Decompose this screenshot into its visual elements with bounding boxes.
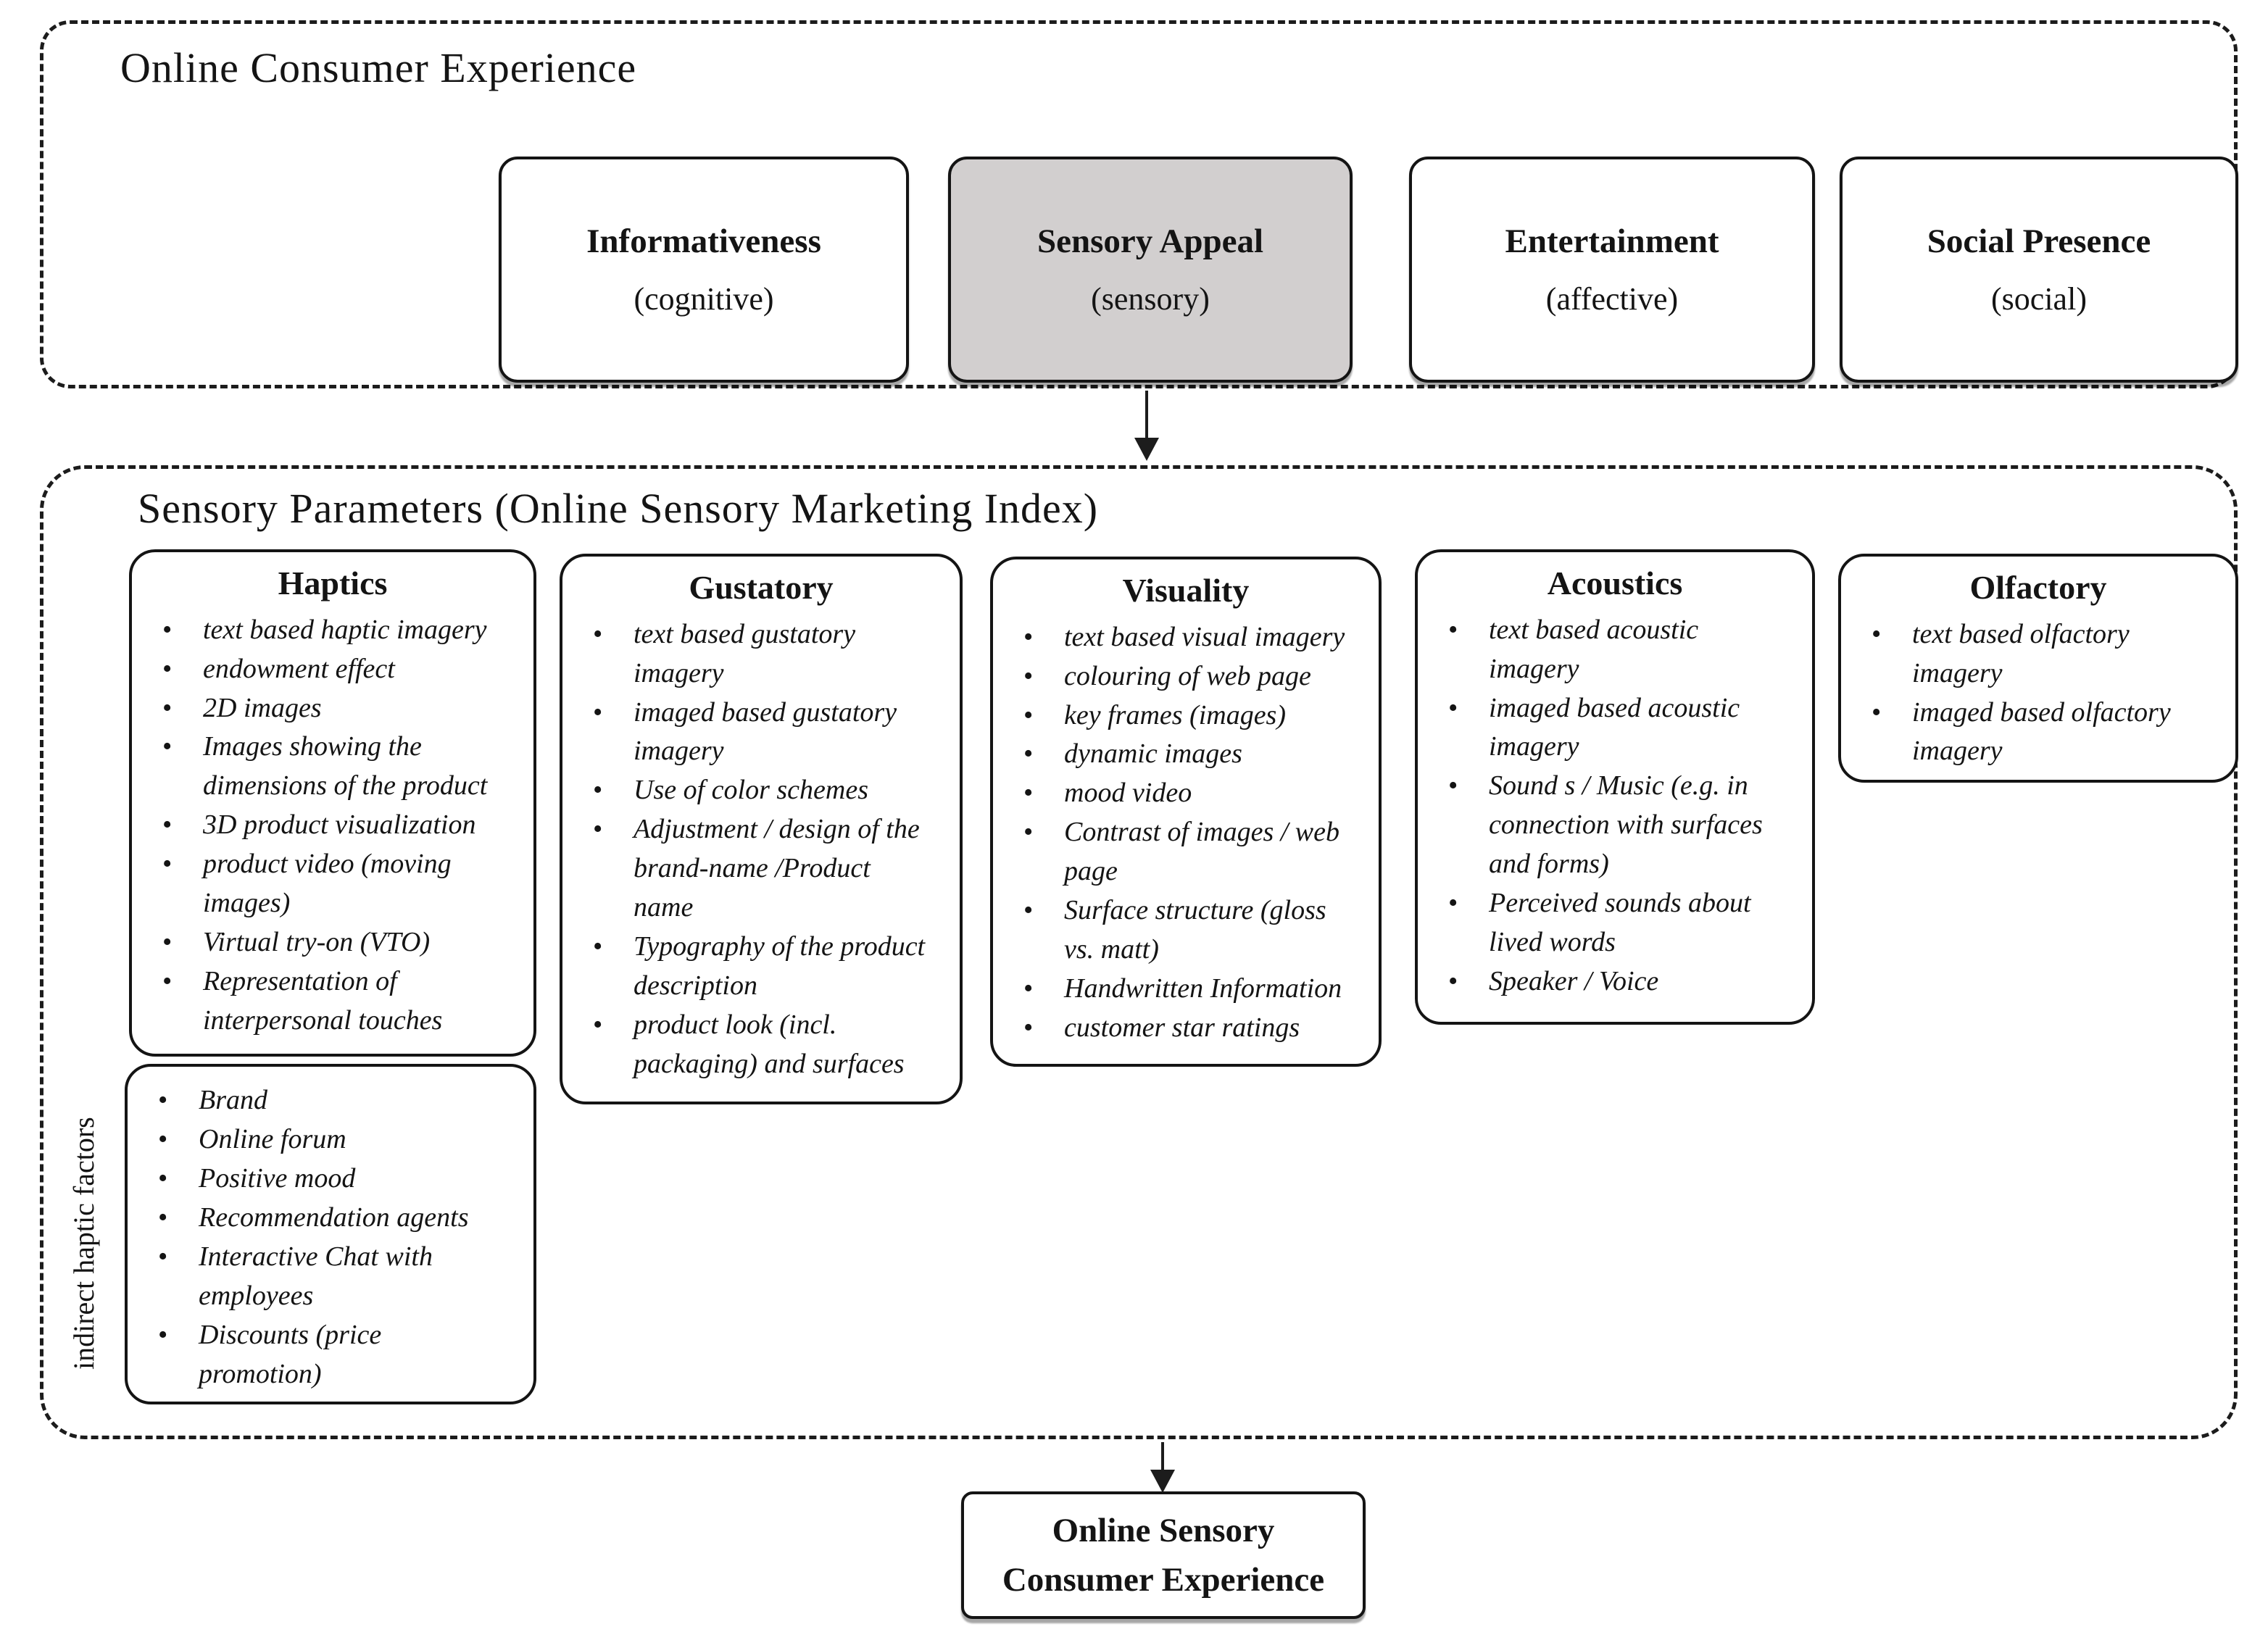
down-arrow-parameters-to-outcome (1161, 1442, 1164, 1471)
bullet-item: Speaker / Voice (1447, 962, 1783, 1002)
bullet-item: text based visual imagery (1022, 618, 1350, 657)
bullet-item: imaged based olfactory imagery (1870, 694, 2206, 772)
bullet-item: key frames (images) (1022, 696, 1350, 736)
box-social-presence-type: (social) (1991, 280, 2087, 317)
bullet-item: Typography of the product description (591, 928, 931, 1006)
panel-acoustics-title: Acoustics (1547, 565, 1683, 601)
bullet-item: imaged based gustatory imagery (591, 694, 931, 772)
bullet-item: text based acoustic imagery (1447, 611, 1783, 689)
bullet-item: 3D product visualization (161, 806, 504, 845)
online-sensory-consumer-experience-label: Online Sensory Consumer Experience (1002, 1511, 1325, 1599)
panel-acoustics-list: text based acoustic imageryimaged based … (1447, 611, 1783, 1002)
bullet-item: Brand (157, 1081, 504, 1120)
sensory-parameters-title: Sensory Parameters (Online Sensory Marke… (138, 485, 1099, 532)
online-sensory-consumer-experience-box: Online Sensory Consumer Experience (961, 1491, 1366, 1619)
panel-visuality-title: Visuality (1122, 572, 1250, 609)
bullet-item: Use of color schemes (591, 771, 931, 810)
bullet-item: Discounts (price promotion) (157, 1316, 504, 1394)
bullet-item: Sound s / Music (e.g. in connection with… (1447, 767, 1783, 884)
bullet-item: product video (moving images) (161, 845, 504, 923)
box-sensory-appeal-type: (sensory) (1091, 280, 1210, 317)
panel-haptics-title: Haptics (278, 565, 388, 601)
bullet-item: dynamic images (1022, 735, 1350, 774)
bullet-item: product look (incl. packaging) and surfa… (591, 1006, 931, 1084)
panel-olfactory-list: text based olfactory imageryimaged based… (1870, 615, 2206, 772)
indirect-haptic-factors-label: indirect haptic factors (67, 1117, 100, 1370)
panel-gustatory: Gustatory text based gustatory imageryim… (560, 554, 963, 1104)
panel-gustatory-list: text based gustatory imageryimaged based… (591, 615, 931, 1084)
bullet-item: Interactive Chat with employees (157, 1238, 504, 1316)
bullet-item: Perceived sounds about lived words (1447, 884, 1783, 962)
panel-visuality-list: text based visual imagerycolouring of we… (1022, 618, 1350, 1048)
panel-gustatory-title: Gustatory (689, 569, 834, 606)
panel-haptics-list: text based haptic imageryendowment effec… (161, 611, 504, 1041)
box-entertainment-label: Entertainment (1505, 222, 1719, 260)
box-entertainment: Entertainment (affective) (1409, 157, 1815, 383)
down-arrow-sensory-to-parameters (1145, 391, 1148, 440)
bullet-item: Contrast of images / web page (1022, 813, 1350, 891)
bullet-item: mood video (1022, 774, 1350, 813)
panel-visuality: Visuality text based visual imagerycolou… (990, 557, 1382, 1067)
bullet-item: Positive mood (157, 1160, 504, 1199)
box-sensory-appeal-label: Sensory Appeal (1037, 222, 1264, 260)
box-social-presence-label: Social Presence (1927, 222, 2151, 260)
online-consumer-experience-title: Online Consumer Experience (120, 44, 637, 91)
bullet-item: Handwritten Information (1022, 970, 1350, 1009)
down-arrow-sensory-to-parameters-head (1134, 438, 1159, 461)
bullet-item: Images showing the dimensions of the pro… (161, 728, 504, 806)
box-entertainment-type: (affective) (1545, 280, 1679, 317)
bullet-item: Representation of interpersonal touches (161, 962, 504, 1041)
sensory-parameters-container (40, 465, 2238, 1439)
bullet-item: text based haptic imagery (161, 611, 504, 650)
box-social-presence: Social Presence (social) (1840, 157, 2238, 383)
bullet-item: Virtual try-on (VTO) (161, 923, 504, 962)
bullet-item: customer star ratings (1022, 1009, 1350, 1048)
panel-acoustics: Acoustics text based acoustic imageryima… (1415, 549, 1815, 1025)
bullet-item: imaged based acoustic imagery (1447, 689, 1783, 767)
down-arrow-parameters-to-outcome-head (1150, 1470, 1175, 1493)
bullet-item: endowment effect (161, 650, 504, 689)
bullet-item: Recommendation agents (157, 1199, 504, 1238)
panel-olfactory: Olfactory text based olfactory imageryim… (1838, 554, 2238, 783)
bullet-item: 2D images (161, 689, 504, 728)
bullet-item: Adjustment / design of the brand-name /P… (591, 810, 931, 928)
panel-indirect-haptic-factors: BrandOnline forumPositive moodRecommenda… (125, 1064, 536, 1404)
box-informativeness: Informativeness (cognitive) (499, 157, 909, 383)
panel-indirect-haptic-factors-list: BrandOnline forumPositive moodRecommenda… (157, 1081, 504, 1394)
box-informativeness-label: Informativeness (586, 222, 821, 260)
bullet-item: Surface structure (gloss vs. matt) (1022, 891, 1350, 970)
panel-olfactory-title: Olfactory (1969, 569, 2107, 606)
bullet-item: text based olfactory imagery (1870, 615, 2206, 694)
bullet-item: colouring of web page (1022, 657, 1350, 696)
panel-haptics: Haptics text based haptic imageryendowme… (129, 549, 536, 1057)
bullet-item: Online forum (157, 1120, 504, 1160)
bullet-item: text based gustatory imagery (591, 615, 931, 694)
box-sensory-appeal: Sensory Appeal (sensory) (948, 157, 1353, 383)
box-informativeness-type: (cognitive) (634, 280, 774, 317)
